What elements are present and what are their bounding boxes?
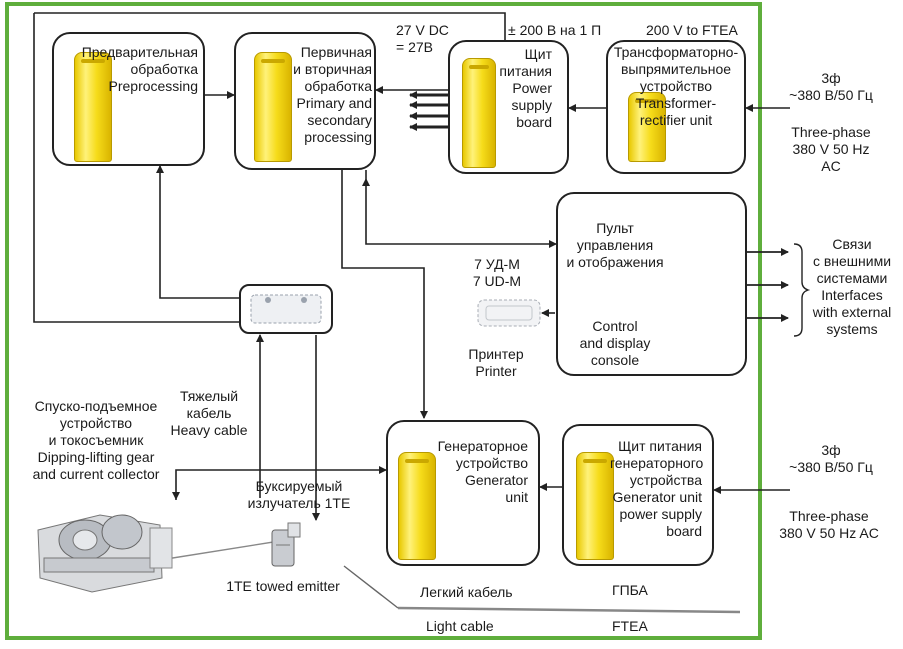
system-boundary-frame	[5, 2, 762, 640]
junction-box-icon	[239, 284, 333, 334]
interfaces-label: Связи с внешними системами Interfaces wi…	[812, 236, 892, 337]
heavy-cable-label: Тяжелый кабель Heavy cable	[170, 388, 248, 438]
power-supply-label: Щит питания Power supply board	[499, 46, 552, 130]
console-block	[556, 192, 747, 376]
primary-secondary-label: Первичная и вторичная обработка Primary …	[293, 44, 372, 145]
towed-emitter-en-label: 1TE towed emitter	[226, 578, 340, 594]
mains-top-ru-label: 3ф ~380 В/50 Гц	[789, 70, 873, 103]
printer-label: Принтер Printer	[468, 346, 524, 379]
loop-line-left	[33, 13, 240, 323]
preprocessing-cabinet	[74, 52, 112, 162]
console-en-label: Control and display console	[579, 318, 651, 368]
gen-power-cabinet	[576, 452, 614, 560]
dc-27v-label: 27 V DC = 27В	[396, 22, 449, 55]
loop-line-top	[34, 12, 506, 40]
mains-top-en-label: Three-phase 380 V 50 Hz AC	[791, 124, 871, 174]
ud-m-label: 7 УД-М 7 UD-M	[472, 256, 522, 289]
arrow-junction-to-preproc	[156, 165, 240, 299]
printer-icon	[477, 299, 541, 327]
interfaces-brace	[793, 243, 811, 337]
arrow-primary-to-console	[365, 170, 557, 248]
power-supply-cabinet	[462, 58, 496, 168]
transformer-label: Трансформаторно- выпрямительное устройст…	[613, 44, 739, 128]
ac-200v-label: ± 200 В на 1 П	[508, 22, 602, 38]
towed-emitter-icon	[271, 522, 301, 567]
towed-emitter-ru-label: Буксируемый излучатель 1ТЕ	[247, 478, 351, 511]
generator-cabinet	[398, 452, 436, 560]
ftea-label: FTEA	[612, 618, 648, 634]
gen-power-label: Щит питания генераторного устройства Gen…	[610, 438, 704, 539]
winch-icon	[37, 514, 173, 593]
preprocessing-label: Предварительная обработка Preprocessing	[81, 44, 198, 94]
arrow-primary-to-generator	[341, 170, 428, 419]
transformer-cabinet	[628, 92, 666, 162]
mains-bottom-en-label: Three-phase 380 V 50 Hz AC	[779, 508, 879, 541]
primary-cabinet	[254, 52, 292, 162]
light-cable-en-label: Light cable	[426, 618, 494, 634]
light-cable-ru-label: Легкий кабель	[420, 584, 513, 600]
dipping-gear-label: Спуско-подъемное устройство и токосъемни…	[32, 398, 160, 482]
generator-label: Генераторное устройство Generator unit	[437, 438, 528, 505]
to-ftea-label: 200 V to FTEA	[646, 22, 738, 38]
console-ru-label: Пульт управления и отображения	[566, 220, 664, 270]
mains-bottom-ru-label: 3ф ~380 В/50 Гц	[789, 442, 873, 475]
light-cable-line	[397, 606, 741, 614]
gpba-label: ГПБА	[612, 582, 648, 598]
